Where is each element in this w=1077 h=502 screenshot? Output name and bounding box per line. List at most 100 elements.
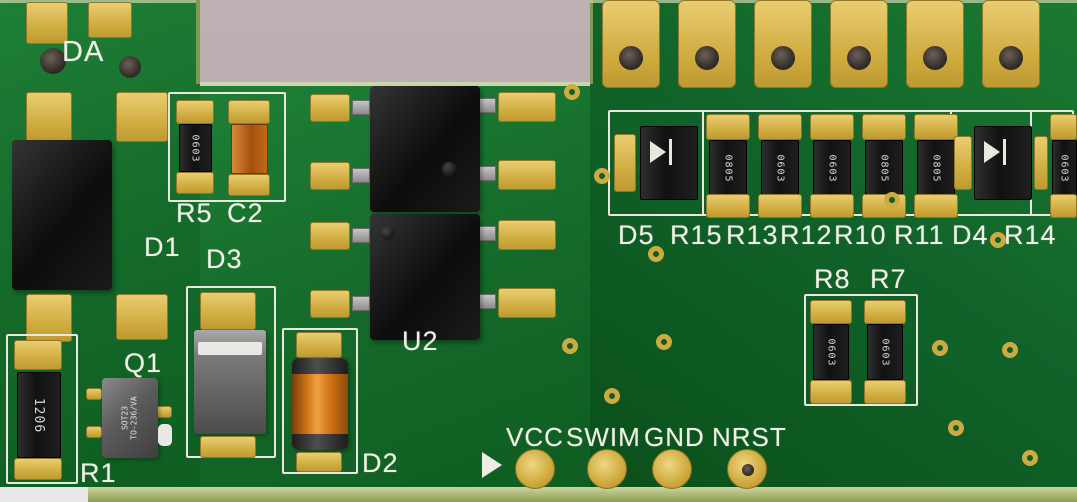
test-pad-vcc xyxy=(515,449,555,489)
smd-pad xyxy=(498,288,556,318)
diode-d3-body xyxy=(194,330,266,434)
smd-pad xyxy=(14,340,62,370)
smd-pad xyxy=(914,194,958,218)
background-corner-bottom-left xyxy=(0,487,88,502)
smd-pad xyxy=(498,160,556,190)
d3-polarity-stripe xyxy=(198,342,262,355)
smd-pad xyxy=(228,100,270,124)
label-d2: D2 xyxy=(362,448,399,478)
smd-pad xyxy=(14,458,62,480)
smd-pad xyxy=(88,2,132,38)
silkscreen-outline-r8r7 xyxy=(804,294,918,406)
smd-pad xyxy=(862,114,906,140)
smd-pad xyxy=(706,194,750,218)
ic-u2b-body xyxy=(370,214,480,340)
capacitor-d2-body xyxy=(292,358,348,450)
label-u2: U2 xyxy=(402,326,439,356)
diode-polarity-mark xyxy=(650,141,666,163)
resistor-r14-body: 0603 xyxy=(1052,140,1077,196)
diode-d5-body xyxy=(640,126,698,200)
resistor-r15-body: 0805 xyxy=(709,140,747,196)
resistor-r8-marking: 0603 xyxy=(825,337,837,367)
ic-pin xyxy=(352,228,370,243)
label-r15: R15 xyxy=(670,220,723,250)
via xyxy=(1002,342,1018,358)
via xyxy=(656,334,672,350)
via xyxy=(594,168,610,184)
smd-pad xyxy=(310,162,350,190)
label-d5: D5 xyxy=(618,220,655,250)
resistor-r1-marking: 1206 xyxy=(31,397,47,433)
smd-pad xyxy=(810,194,854,218)
resistor-r1-body: 1206 xyxy=(17,372,61,458)
diode-polarity-mark xyxy=(984,141,1000,163)
smd-pad xyxy=(310,222,350,250)
ic-pin xyxy=(352,168,370,183)
smd-pad xyxy=(498,220,556,250)
smd-pad xyxy=(914,114,958,140)
label-r1: R1 xyxy=(80,458,117,488)
test-pad-hole xyxy=(742,464,754,476)
mounting-hole xyxy=(40,48,66,74)
label-c2: C2 xyxy=(227,198,264,228)
mounting-hole xyxy=(119,56,141,78)
smd-pad xyxy=(116,92,168,142)
connector-pad xyxy=(754,0,812,88)
smd-pad xyxy=(864,300,906,324)
diode-cathode-bar xyxy=(1003,139,1006,165)
resistor-r5-marking: 0603 xyxy=(190,133,201,163)
ic-pin1-dot xyxy=(380,226,394,240)
test-pad-nrst xyxy=(727,449,767,489)
resistor-r11-body: 0805 xyxy=(917,140,955,196)
connector-pad xyxy=(906,0,964,88)
connector-pad xyxy=(678,0,736,88)
smd-pad xyxy=(228,174,270,196)
via xyxy=(990,232,1006,248)
ic-pin xyxy=(352,296,370,311)
connector-hole xyxy=(999,46,1023,70)
smd-pad xyxy=(758,194,802,218)
pin-marker-triangle xyxy=(482,452,502,478)
connector-pad xyxy=(602,0,660,88)
smd-pad xyxy=(1050,194,1077,218)
silkscreen-outline-r1 xyxy=(6,334,78,484)
capacitor-c2-body xyxy=(231,124,268,174)
board-edge-bottom xyxy=(88,487,1077,502)
resistor-r13-marking: 0603 xyxy=(774,153,786,183)
resistor-r15-marking: 0805 xyxy=(722,153,734,183)
resistor-r5-body: 0603 xyxy=(179,124,212,172)
smd-pad xyxy=(116,294,168,340)
resistor-r8-body: 0603 xyxy=(813,324,849,380)
smd-pad xyxy=(176,172,214,194)
smd-pad xyxy=(954,136,972,190)
connector-pad xyxy=(830,0,888,88)
label-r8: R8 xyxy=(814,264,851,294)
ic-u2a-body xyxy=(370,86,480,212)
label-r10: R10 xyxy=(834,220,887,250)
smd-pad xyxy=(200,436,256,458)
smd-pad xyxy=(498,92,556,122)
ic-pin xyxy=(478,226,496,241)
diode-d4-body xyxy=(974,126,1032,200)
connector-hole xyxy=(619,46,643,70)
via xyxy=(932,340,948,356)
label-r5: R5 xyxy=(176,198,213,228)
label-q1: Q1 xyxy=(124,348,163,378)
via xyxy=(648,246,664,262)
via xyxy=(564,84,580,100)
label-swim: SWIM xyxy=(566,422,641,452)
via xyxy=(884,192,900,208)
q1-marking-package: SOT23 xyxy=(120,405,130,431)
smd-pad xyxy=(296,452,342,472)
diode-cathode-bar xyxy=(669,139,672,165)
smd-pad xyxy=(810,300,852,324)
board-edge-notch-right xyxy=(590,0,593,84)
label-d1: D1 xyxy=(144,232,181,262)
resistor-r14-marking: 0603 xyxy=(1059,153,1070,183)
label-r13: R13 xyxy=(726,220,779,250)
smd-pad xyxy=(864,380,906,404)
via xyxy=(948,420,964,436)
via xyxy=(1022,450,1038,466)
d2-top-band xyxy=(292,358,348,374)
label-d4: D4 xyxy=(952,220,989,250)
